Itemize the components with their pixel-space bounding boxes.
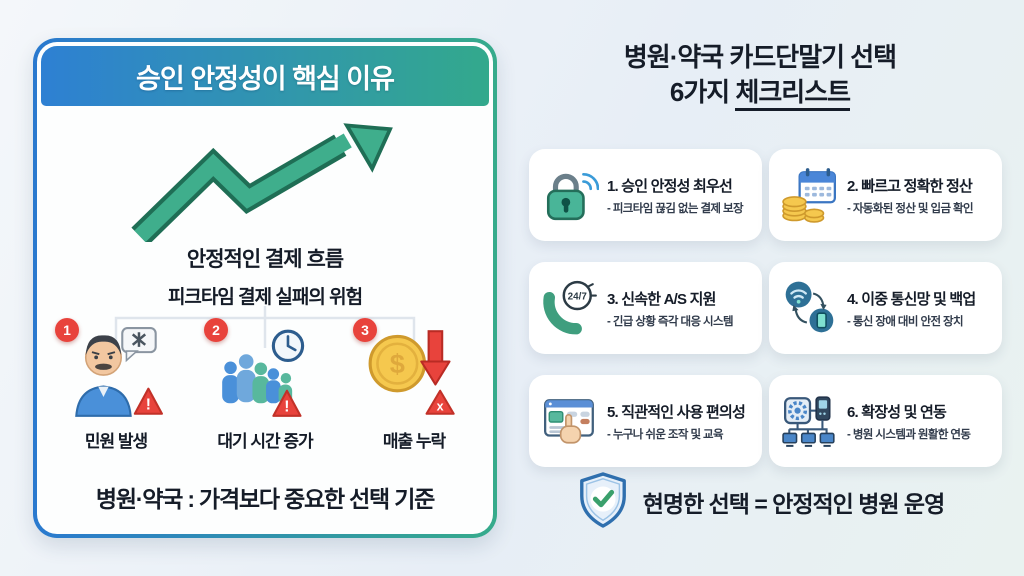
risk-item-lost-sales: 3 $ x 매출 누락 bbox=[349, 316, 479, 452]
touch-interface-icon bbox=[541, 392, 599, 450]
checklist-grid: 1. 승인 안정성 최우선 - 피크타임 끊김 없는 결제 보장 bbox=[529, 149, 1003, 467]
left-panel-footer: 병원·약국 : 가격보다 중요한 선택 기준 bbox=[95, 486, 435, 512]
risk-number-badge: 1 bbox=[55, 318, 79, 342]
conclusion-text: 현명한 선택 = 안정적인 병원 운영 bbox=[642, 491, 945, 517]
risk-row: 1 ! bbox=[37, 316, 493, 452]
right-title-line1: 병원·약국 카드단말기 선택 bbox=[623, 42, 897, 72]
checklist-subtitle: - 누구나 쉬운 조작 및 교육 bbox=[607, 428, 724, 441]
growth-arrow-icon bbox=[115, 116, 415, 247]
right-title: 병원·약국 카드단말기 선택 6가지 체크리스트 bbox=[505, 40, 1015, 112]
checklist-subtitle: - 통신 장애 대비 안전 장치 bbox=[847, 315, 964, 328]
checklist-card-4: 4. 이중 통신망 및 백업 - 통신 장애 대비 안전 장치 bbox=[769, 262, 1002, 354]
underlined-text: 체크리스트 bbox=[735, 77, 851, 112]
checklist-subtitle: - 자동화된 정산 및 입금 확인 bbox=[847, 202, 974, 215]
badge-247: 24/7 bbox=[568, 292, 588, 303]
checklist-title: 5. 직관적인 사용 편의성 bbox=[607, 403, 746, 421]
conclusion-row: 현명한 선택 = 안정적인 병원 운영 bbox=[505, 470, 1015, 534]
warning-mark: x bbox=[437, 400, 444, 414]
checklist-title: 4. 이중 통신망 및 백업 bbox=[847, 290, 976, 308]
risk-label: 매출 누락 bbox=[382, 432, 446, 451]
risk-heading: 피크타임 결제 실패의 위험 bbox=[167, 287, 363, 308]
checklist-title: 1. 승인 안정성 최우선 bbox=[607, 177, 733, 195]
left-panel-title: 승인 안정성이 핵심 이유 bbox=[136, 63, 395, 94]
lock-signal-icon bbox=[541, 166, 600, 224]
calendar-coins-icon bbox=[781, 166, 839, 224]
crowd-clock-icon: ! bbox=[200, 326, 330, 425]
left-panel-header: 승인 안정성이 핵심 이유 bbox=[41, 46, 489, 106]
connector-bracket bbox=[37, 304, 493, 355]
coin-drop-icon: $ x bbox=[349, 326, 479, 425]
checklist-title: 6. 확장성 및 연동 bbox=[847, 403, 947, 421]
checklist-card-6: 6. 확장성 및 연동 - 병원 시스템과 원활한 연동 bbox=[769, 375, 1002, 467]
checklist-card-5: 5. 직관적인 사용 편의성 - 누구나 쉬운 조작 및 교육 bbox=[529, 375, 762, 467]
checklist-subtitle: - 피크타임 끊김 없는 결제 보장 bbox=[607, 202, 744, 215]
checklist-title: 2. 빠르고 정확한 정산 bbox=[847, 177, 973, 195]
warning-mark: ! bbox=[146, 397, 151, 414]
checklist-card-1: 1. 승인 안정성 최우선 - 피크타임 끊김 없는 결제 보장 bbox=[529, 149, 762, 241]
phone-support-icon: 24/7 bbox=[541, 279, 599, 337]
flow-caption: 안정적인 결제 흐름 bbox=[186, 248, 344, 271]
risk-item-complaints: 1 ! bbox=[51, 316, 181, 452]
risk-label: 대기 시간 증가 bbox=[217, 432, 313, 451]
checklist-subtitle: - 긴급 상황 즉각 대응 시스템 bbox=[607, 315, 734, 328]
coin-symbol: $ bbox=[390, 348, 405, 379]
risk-number-badge: 2 bbox=[204, 318, 228, 342]
checklist-subtitle: - 병원 시스템과 원활한 연동 bbox=[847, 428, 971, 441]
warning-mark: ! bbox=[284, 399, 289, 416]
shield-check-icon bbox=[576, 471, 630, 534]
risk-item-waiting: 2 ! 대기 시간 증가 bbox=[200, 316, 330, 452]
checklist-card-3: 24/7 3. 신속한 A/S 지원 - 긴급 상황 즉각 대응 시스템 bbox=[529, 262, 762, 354]
right-title-line2: 6가지 체크리스트 bbox=[505, 75, 1015, 112]
checklist-card-2: 2. 빠르고 정확한 정산 - 자동화된 정산 및 입금 확인 bbox=[769, 149, 1002, 241]
left-panel-body: 승인 안정성이 핵심 이유 안정적인 결제 흐름 피크타임 결제 실패의 위험 … bbox=[37, 42, 493, 534]
dual-network-icon bbox=[781, 279, 839, 337]
risk-number-badge: 3 bbox=[353, 318, 377, 342]
left-panel-card: 승인 안정성이 핵심 이유 안정적인 결제 흐름 피크타임 결제 실패의 위험 … bbox=[33, 38, 497, 538]
checklist-title: 3. 신속한 A/S 지원 bbox=[607, 290, 716, 308]
risk-label: 민원 발생 bbox=[84, 432, 148, 451]
system-link-icon bbox=[781, 392, 839, 450]
angry-customer-icon: ! bbox=[51, 326, 181, 425]
